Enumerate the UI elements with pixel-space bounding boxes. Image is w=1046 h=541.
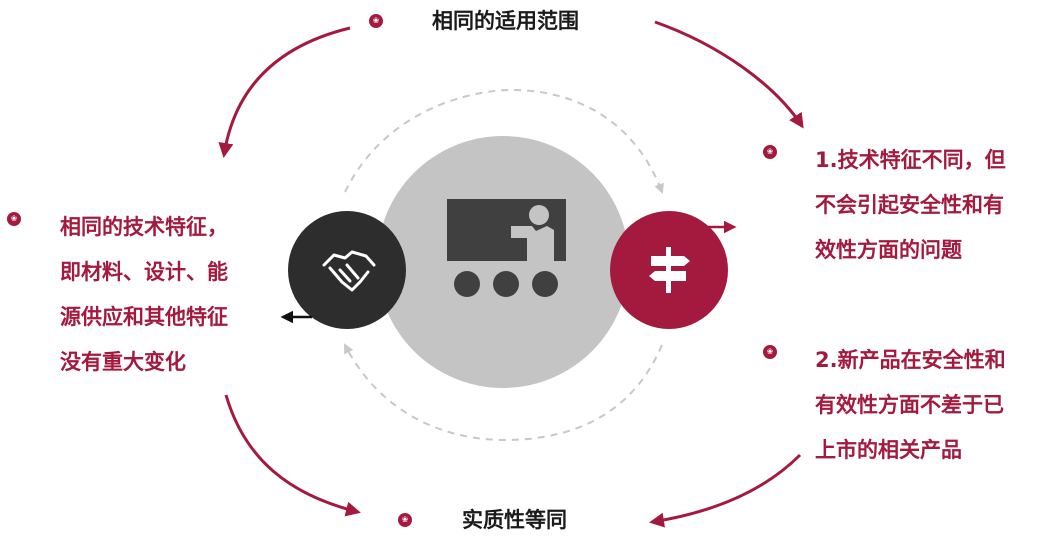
- label-left-line: 源供应和其他特征: [60, 305, 228, 329]
- label-top: 相同的适用范围: [432, 9, 579, 33]
- left-circle: [288, 211, 406, 329]
- center-circle: [377, 136, 629, 388]
- label-left-line: 相同的技术特征，: [60, 215, 228, 239]
- signpost-icon: [649, 247, 690, 293]
- arrow-top-left: [218, 26, 351, 158]
- dashed-arc-bottom: [344, 343, 663, 442]
- handshake-icon: [322, 250, 376, 292]
- arrow-bottom-left: [224, 394, 361, 517]
- arrow-top-right: [654, 20, 804, 129]
- bullet-right1-icon: ❀: [763, 145, 777, 159]
- label-right-1: 1.技术特征不同，但 不会引起安全性和有 效性方面的问题: [815, 138, 1006, 273]
- bullet-top-icon: ❀: [369, 14, 383, 28]
- label-left-line: 没有重大变化: [60, 350, 186, 374]
- label-right-2: 2.新产品在安全性和 有效性方面不差于已 上市的相关产品: [815, 338, 1006, 473]
- arrow-bottom-right: [649, 453, 802, 528]
- label-right1-line: 不会引起安全性和有: [815, 193, 1004, 217]
- label-bottom: 实质性等同: [462, 508, 567, 532]
- label-right1-line: 1.技术特征不同，但: [815, 148, 1006, 172]
- label-right2-line: 有效性方面不差于已: [815, 393, 1004, 417]
- bullet-bottom-icon: ❀: [398, 513, 412, 527]
- presentation-board-icon: [447, 199, 566, 297]
- bullet-right2-icon: ❀: [763, 345, 777, 359]
- label-right2-line: 上市的相关产品: [815, 438, 962, 462]
- label-right2-line: 2.新产品在安全性和: [815, 348, 1006, 372]
- label-right1-line: 效性方面的问题: [815, 238, 962, 262]
- label-left: 相同的技术特征， 即材料、设计、能 源供应和其他特征 没有重大变化: [60, 205, 228, 385]
- label-left-line: 即材料、设计、能: [60, 260, 228, 284]
- bullet-left-icon: ❀: [7, 212, 21, 226]
